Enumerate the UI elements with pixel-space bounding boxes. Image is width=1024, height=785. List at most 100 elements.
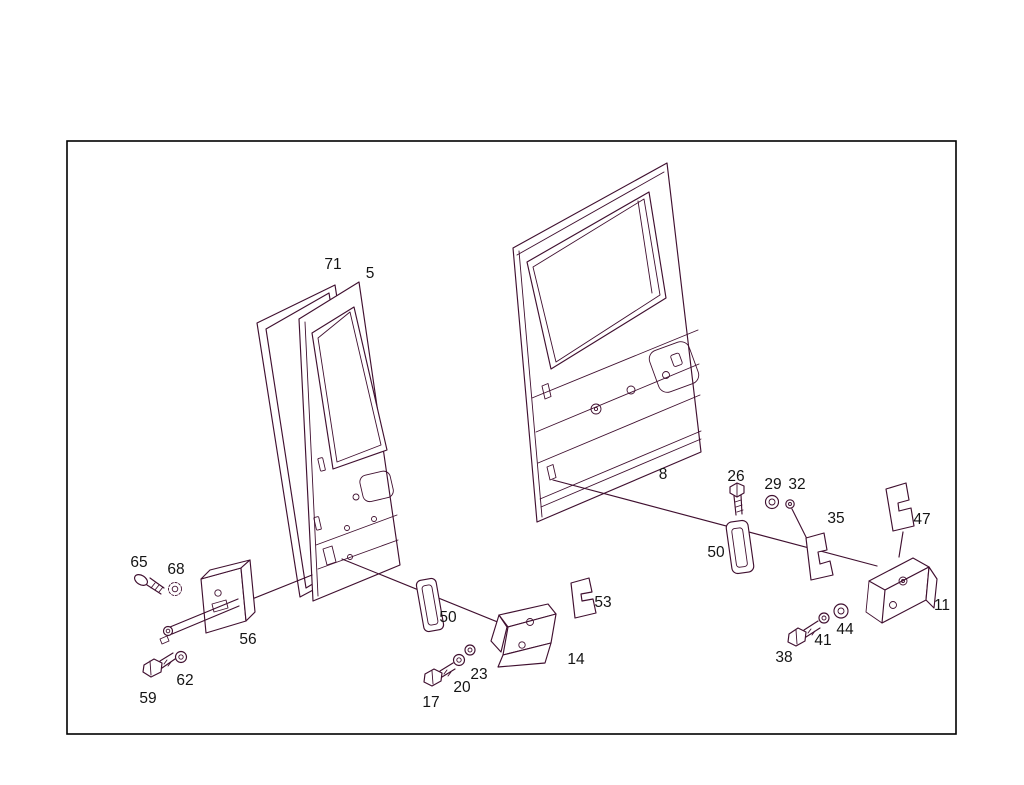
label-38: 38	[775, 649, 792, 666]
washer68-bore	[171, 585, 179, 593]
washer-62	[174, 650, 188, 664]
screw59-shaft	[159, 652, 176, 669]
door8-window-divider	[637, 200, 653, 294]
screw65-flat-head	[134, 574, 148, 586]
screw-38	[787, 620, 821, 647]
screw-17	[423, 662, 456, 687]
label-11: 11	[934, 597, 950, 614]
leader-lines	[251, 479, 904, 628]
screw17-shaft	[439, 662, 456, 678]
label-71: 71	[324, 256, 341, 273]
hinge11-hole-2	[889, 601, 897, 609]
leader-clip47-to-hinge11	[898, 531, 904, 558]
label-44: 44	[836, 621, 854, 638]
washer32-bore	[788, 502, 792, 506]
label-8: 8	[659, 466, 668, 483]
hinge11-side-tab	[865, 580, 883, 624]
door8-edge-thickness	[516, 171, 665, 518]
gasket50mid-inner	[421, 584, 439, 626]
door5-bolt-hole-1	[344, 525, 350, 531]
washer68-teeth	[168, 582, 182, 596]
label-35: 35	[827, 510, 844, 527]
label-23: 23	[470, 666, 487, 683]
door8-window-opening	[526, 191, 667, 370]
check-strap-56	[159, 559, 256, 645]
screw-26	[729, 482, 745, 516]
door8-hole-large	[590, 403, 602, 415]
screw17-head-facet	[431, 670, 434, 685]
screw59-head-facet	[149, 660, 152, 676]
washer20-outer	[452, 653, 466, 667]
clip-47	[885, 482, 915, 532]
leader-door8-to-hinge11	[552, 479, 878, 567]
label-59: 59	[139, 690, 156, 707]
screw59-threads	[163, 659, 172, 667]
door5-bolt-hole-3	[347, 554, 353, 560]
screw38-hex-head	[787, 627, 807, 647]
label-20: 20	[453, 679, 471, 696]
gasket-50-right	[725, 519, 755, 575]
bracket35-body	[805, 532, 834, 581]
gasket-50-middle	[415, 577, 445, 633]
gasket50mid-outer	[415, 577, 445, 633]
screw65-threads	[150, 582, 164, 593]
screw38-head-facet	[795, 629, 798, 645]
screw59-hex-head	[142, 658, 163, 678]
door8-handle-recess	[648, 341, 700, 393]
washer32-outer	[785, 499, 795, 509]
washer-23	[464, 644, 476, 656]
checkstrap-arm	[169, 598, 240, 635]
screw-65	[134, 574, 165, 595]
label-14: 14	[567, 651, 585, 668]
door8-crease-lines	[531, 329, 702, 508]
label-47: 47	[913, 511, 930, 528]
hinge14-hole-1	[526, 618, 534, 626]
door5-lock-hole	[352, 493, 360, 501]
door5-edge-slot-upper	[317, 457, 326, 472]
door8-hole-small	[626, 385, 636, 395]
door5-crease-lines	[315, 514, 399, 570]
bushing44-outer	[833, 603, 849, 619]
label-53: 53	[594, 594, 611, 611]
checkstrap-bracket-side	[240, 559, 256, 622]
screw38-threads	[807, 628, 816, 636]
door8-edge-slots	[541, 383, 557, 481]
hinge-11	[865, 557, 938, 624]
label-50-right: 50	[707, 544, 725, 561]
screw65-shaft	[146, 577, 165, 595]
screw17-threads	[443, 669, 452, 677]
door8-window-inner-line	[532, 198, 661, 363]
gasket50right-inner	[731, 527, 748, 568]
label-41: 41	[814, 632, 831, 649]
clip-53	[570, 577, 597, 619]
washer20-bore	[456, 657, 462, 663]
label-65: 65	[130, 554, 147, 571]
star-washer-68	[168, 582, 182, 596]
washer62-outer	[174, 650, 188, 664]
hinge14-hole-2	[518, 641, 526, 649]
hinge14-bottom-lip	[497, 642, 552, 668]
door5-edge-thickness	[304, 321, 319, 597]
checkstrap-arm-pin	[165, 628, 171, 634]
label-50-middle: 50	[439, 609, 457, 626]
washer29-outer	[764, 494, 780, 510]
hinge11-hole-1-center	[901, 579, 905, 583]
leader-checkstrap-to-door5	[251, 574, 313, 600]
washer62-bore	[178, 654, 184, 660]
screw38-shaft	[803, 620, 821, 638]
door5-window-opening	[311, 306, 388, 470]
washer-20	[452, 653, 466, 667]
label-62: 62	[176, 672, 193, 689]
part-labels: 71 5 8 26 29 32 35 47 50 11 44 41 38 53 …	[130, 256, 950, 711]
hinge11-barrel	[925, 566, 938, 609]
door8-handle-plate	[670, 352, 683, 367]
hinge14-barrel	[490, 614, 508, 653]
washer41-bore	[821, 615, 827, 621]
checkstrap-pin-sleeve	[159, 635, 170, 645]
hinge11-hole-1	[898, 576, 908, 586]
door-panel-8	[512, 162, 702, 523]
washer41-outer	[818, 612, 830, 624]
leader-washer32-to-bracket35	[791, 508, 808, 540]
